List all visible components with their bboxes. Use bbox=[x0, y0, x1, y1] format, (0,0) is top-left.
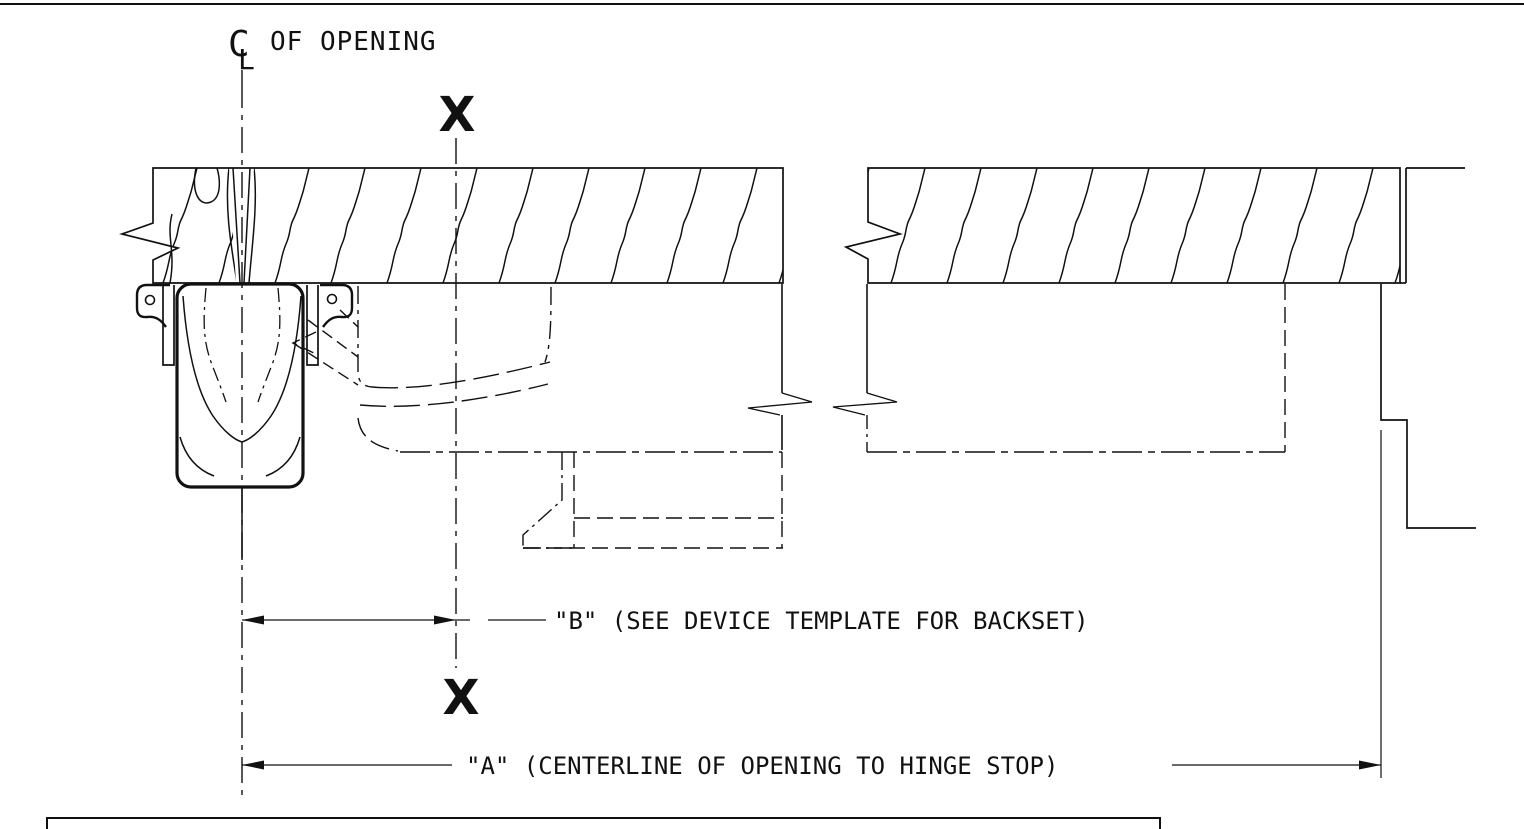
keeper-left-edge bbox=[357, 286, 373, 388]
keeper-lower-arc bbox=[359, 383, 549, 407]
section-marker-bottom: X bbox=[442, 670, 479, 726]
device-case-hidden bbox=[523, 452, 783, 549]
strike-hidden-centerlines bbox=[203, 287, 281, 403]
section-marker-top: X bbox=[438, 87, 475, 143]
dim-b-label: "B" (SEE DEVICE TEMPLATE FOR BACKSET) bbox=[554, 607, 1089, 635]
centerline-callout: C L OF OPENING bbox=[228, 24, 437, 76]
centerline-symbol-l: L bbox=[238, 43, 255, 76]
strike-ear-left bbox=[135, 283, 170, 328]
dim-a-arrow-left bbox=[242, 760, 264, 770]
dim-a-arrow-right bbox=[1359, 760, 1381, 770]
centerline-notch-edges bbox=[232, 167, 251, 284]
latch-hidden-lines bbox=[291, 286, 552, 452]
strike-bracket-right bbox=[306, 285, 319, 366]
centerline-note: OF OPENING bbox=[270, 27, 437, 57]
frame-left-fill bbox=[122, 168, 783, 283]
centerline-symbol-c: C bbox=[228, 24, 250, 65]
door-leaf-left-hidden bbox=[400, 284, 813, 549]
title-block-box bbox=[46, 817, 1161, 829]
frame-left-outline bbox=[119, 167, 784, 284]
frame-right-outline bbox=[843, 167, 1401, 284]
screw-hole-left bbox=[144, 294, 156, 306]
frame-head-right-section bbox=[843, 167, 1465, 284]
frame-right-fill bbox=[846, 168, 1400, 283]
strike-ear-right bbox=[320, 283, 354, 328]
keeper-outer-arc bbox=[357, 417, 399, 452]
keeper-upper-arc bbox=[371, 361, 551, 389]
door-leaf-right-hidden bbox=[832, 284, 1286, 453]
door-break-right bbox=[832, 392, 898, 416]
keeper-right-edge bbox=[544, 286, 552, 363]
dim-b-arrow-left bbox=[242, 615, 264, 625]
frame-head-left-section bbox=[119, 167, 784, 284]
strike-assembly bbox=[135, 282, 354, 560]
strike-inner-curves bbox=[179, 295, 302, 477]
door-break-left bbox=[747, 392, 813, 416]
grain-figures-left bbox=[169, 167, 257, 284]
dim-a-label: "A" (CENTERLINE OF OPENING TO HINGE STOP… bbox=[466, 752, 1058, 780]
hinge-stop-profile bbox=[1380, 284, 1476, 529]
device-case-end-profile bbox=[522, 452, 574, 549]
strike-case bbox=[175, 282, 305, 489]
dim-b-arrow-right bbox=[434, 615, 456, 625]
screw-hole-right bbox=[326, 293, 338, 305]
